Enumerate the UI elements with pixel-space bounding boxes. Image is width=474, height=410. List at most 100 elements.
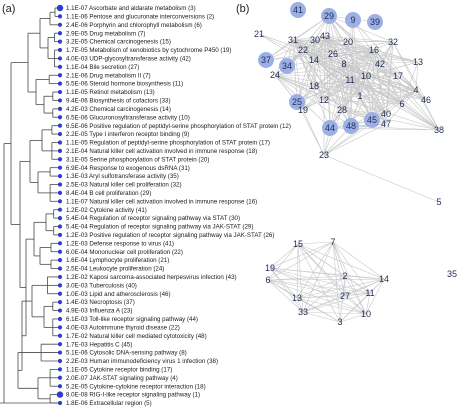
network-edge xyxy=(350,41,394,127)
network-edge xyxy=(397,75,403,105)
dendrogram-label: 1.1E-07 Natural killer cell activation i… xyxy=(66,198,257,205)
network-node-label: 40 xyxy=(381,109,391,119)
network-node-label: 19 xyxy=(265,263,275,273)
network-node-label: 30 xyxy=(310,35,320,45)
dendrogram-label: 4.0E-03 UDP-glycosyltransferase activity… xyxy=(66,56,191,63)
leaf-dot xyxy=(57,400,63,406)
dendrogram-label: 1.8E-06 Extracellular region (5) xyxy=(66,400,152,407)
network-edge xyxy=(332,241,371,294)
network-node-label: 1 xyxy=(357,91,362,101)
network-edge xyxy=(296,292,371,299)
network-node-label: 11 xyxy=(345,75,354,85)
dendrogram-label: 4.0E-03 Autoimmune thyroid disease (22) xyxy=(66,324,180,331)
dendrogram-label: 2.2E-05 Type I interferon receptor bindi… xyxy=(66,131,189,138)
leaf-dot xyxy=(56,391,64,398)
leaf-dot xyxy=(57,140,63,145)
network-edge xyxy=(292,35,326,41)
network-edge xyxy=(274,74,373,121)
dendrogram-label: 3.0E-03 Tuberculosis (40) xyxy=(66,282,137,289)
dendrogram-label: 1.7E-02 Natural killer cell mediated cyt… xyxy=(66,333,207,340)
leaf-dot xyxy=(57,325,63,330)
network-edge xyxy=(267,275,346,281)
leaf-dot xyxy=(57,342,63,347)
network-node xyxy=(279,58,295,74)
network-node xyxy=(258,52,274,68)
network-edge xyxy=(323,99,403,105)
network-edge xyxy=(267,279,304,313)
dendrogram-label: 2.2E-03 Human immunodeficiency virus 1 i… xyxy=(66,358,218,365)
dendrogram-label: 6.1E-03 Toll-like receptor signaling pat… xyxy=(66,316,198,323)
network-node-label: 34 xyxy=(282,61,292,71)
network-edge xyxy=(302,79,351,111)
network-node-label: 29 xyxy=(324,11,334,21)
network-edge xyxy=(286,49,375,67)
network-edge xyxy=(415,89,427,101)
network-node-label: 21 xyxy=(254,29,264,39)
network-edge xyxy=(329,79,351,129)
network-edge xyxy=(373,49,419,63)
network-edge xyxy=(332,241,346,297)
network-edge xyxy=(314,39,394,43)
leaf-dot xyxy=(57,115,63,120)
leaf-dot xyxy=(57,31,63,36)
network-edge xyxy=(313,85,417,91)
leaf-dot xyxy=(57,199,63,204)
network-edge xyxy=(343,63,373,121)
network-node-label: 13 xyxy=(292,293,302,303)
network-edge xyxy=(302,292,371,313)
network-edge xyxy=(274,74,315,87)
network-edge xyxy=(267,279,346,297)
network-edge xyxy=(267,279,371,294)
network-node-label: 46 xyxy=(421,95,431,105)
network-node-label: 13 xyxy=(413,57,423,67)
network-edge xyxy=(323,89,417,101)
dendrogram-label: 6.0E-04 Mononuclear cell proliferation (… xyxy=(66,249,183,256)
network-edge xyxy=(339,278,385,323)
leaf-dot xyxy=(57,98,63,103)
network-edge xyxy=(401,61,419,105)
dendrogram-label: 1.1E-05 Regulation of peptidyl-serine ph… xyxy=(66,140,270,147)
leaf-dot xyxy=(57,123,63,128)
leaf-dot xyxy=(57,131,63,137)
dendrogram-label: 1.1E-05 Retinol metabolism (13) xyxy=(66,89,155,96)
dendrogram-label: 1.1E-05 Cytokine receptor binding (17) xyxy=(66,366,172,373)
dendrogram-label: 1.1E-06 Pentose and glucuronate intercon… xyxy=(66,14,214,21)
leaf-dot xyxy=(57,89,63,95)
dendrogram xyxy=(0,7,60,404)
leaf-dot xyxy=(56,4,64,12)
network-edge xyxy=(397,75,417,91)
dendrogram-label: 1.0E-03 Lipid and atherosclerosis (46) xyxy=(66,291,171,298)
dendrogram-label: 1.6E-04 Lymphocyte proliferation (21) xyxy=(66,257,169,264)
dendrogram-label: 1.1E-07 Ascorbate and aldarate metabolis… xyxy=(66,5,196,12)
network-node-label: 3 xyxy=(337,317,342,327)
network-node-label: 15 xyxy=(293,239,303,249)
network-edge xyxy=(349,79,417,91)
network-edge xyxy=(347,41,403,105)
leaf-dot xyxy=(57,283,63,288)
dendrogram-label: 2.0E-07 JAK-STAT signaling pathway (4) xyxy=(66,375,178,382)
network-edge xyxy=(349,49,375,81)
network-edge xyxy=(292,39,373,121)
network-edge xyxy=(302,49,325,101)
network-edge xyxy=(343,63,367,77)
network-edge xyxy=(392,41,427,101)
dendrogram-label: 5.1E-06 Cytosolic DNA-sensing pathway (8… xyxy=(66,350,187,357)
leaf-dot xyxy=(57,384,63,389)
network-node xyxy=(364,112,380,128)
dendrogram-label: 5.4E-04 Regulation of receptor signaling… xyxy=(66,215,240,222)
network-node-label: 45 xyxy=(367,115,377,125)
network-edge xyxy=(302,109,325,156)
network-edge xyxy=(341,109,440,131)
leaf-dot xyxy=(57,300,63,305)
network-edge xyxy=(329,49,375,129)
network-node-label: 20 xyxy=(343,37,353,47)
network-node-label: 14 xyxy=(379,274,389,284)
network-edge xyxy=(349,75,399,81)
network-node-label: 48 xyxy=(346,121,356,131)
network-edge xyxy=(324,35,334,55)
network-edge xyxy=(302,311,367,315)
dendrogram-label: 6.5E-06 Glucuronosyltransferase activity… xyxy=(66,114,190,121)
network-edge xyxy=(302,311,341,323)
network-edge xyxy=(313,59,361,97)
